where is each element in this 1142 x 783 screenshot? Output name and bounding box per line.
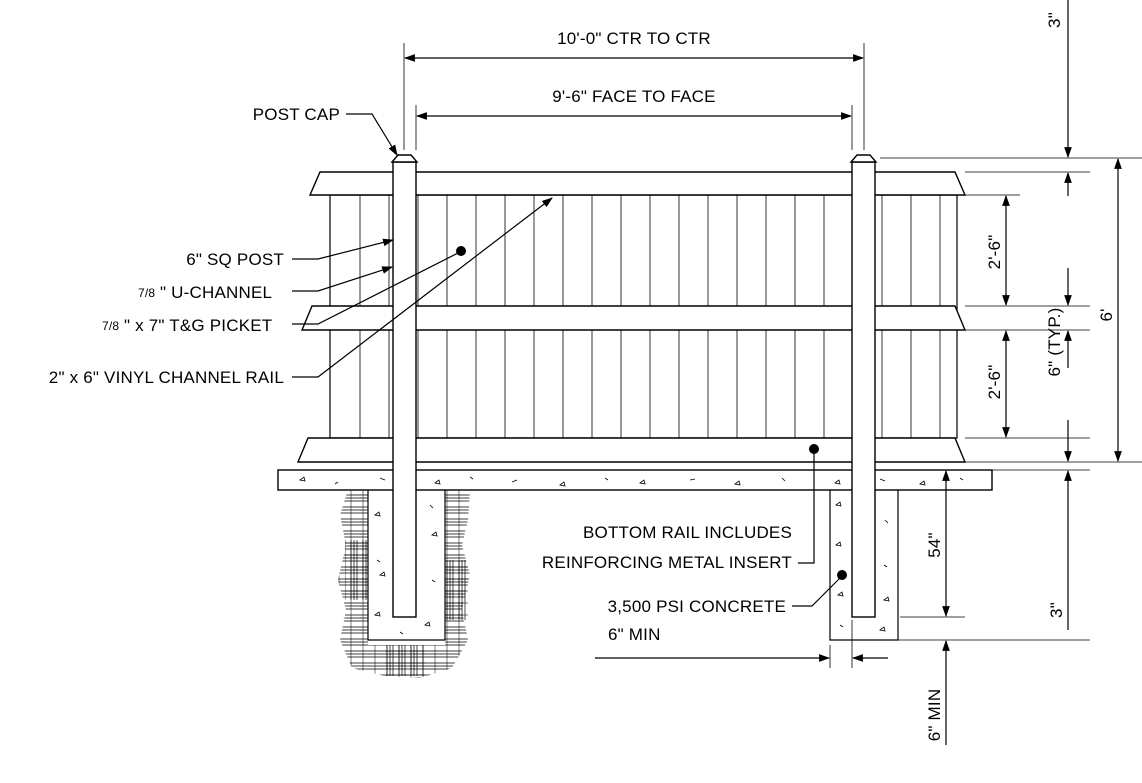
label-dim-6-typ: 6" (TYP.) xyxy=(1045,308,1064,377)
top-rail xyxy=(308,171,967,196)
label-dim-54: 54" xyxy=(925,532,944,558)
label-concrete: 3,500 PSI CONCRETE xyxy=(608,597,786,616)
label-picket-frac: 7/8 xyxy=(102,319,119,333)
dim-six-min-vertical: 6" MIN xyxy=(925,600,950,745)
right-footing xyxy=(829,490,899,641)
callout-bottom-rail: BOTTOM RAIL INCLUDES REINFORCING METAL I… xyxy=(542,444,819,572)
label-six-min-v: 6" MIN xyxy=(925,689,944,742)
label-picket: " x 7" T&G PICKET xyxy=(124,316,272,335)
label-ctr-to-ctr: 10'-0" CTR TO CTR xyxy=(557,29,711,48)
label-bottom-rail-2: REINFORCING METAL INSERT xyxy=(542,553,792,572)
dim-2-6-upper: 2'-6" xyxy=(985,194,1010,307)
dim-face-to-face: 9'-6" FACE TO FACE xyxy=(415,87,853,150)
dim-ctr-to-ctr: 10'-0" CTR TO CTR xyxy=(403,29,865,150)
callout-sq-post: 6" SQ POST xyxy=(186,238,395,269)
right-post xyxy=(849,154,878,618)
left-footing xyxy=(367,490,446,641)
callout-picket: 7/8 " x 7" T&G PICKET xyxy=(102,246,466,335)
label-u-channel: " U-CHANNEL xyxy=(160,283,272,302)
label-channel-rail: 2" x 6" VINYL CHANNEL RAIL xyxy=(49,368,284,387)
dim-2-6-lower: 2'-6" xyxy=(985,329,1010,439)
left-post xyxy=(390,154,419,618)
label-dim-3-top: 3" xyxy=(1045,12,1064,28)
label-dim-2-6-upper: 2'-6" xyxy=(985,235,1004,270)
callout-channel-rail: 2" x 6" VINYL CHANNEL RAIL xyxy=(49,197,553,387)
label-sq-post: 6" SQ POST xyxy=(186,250,284,269)
soil-hatch xyxy=(338,490,470,678)
callout-u-channel: 7/8 " U-CHANNEL xyxy=(138,266,394,302)
post-cap-right xyxy=(849,154,878,163)
label-face-to-face: 9'-6" FACE TO FACE xyxy=(552,87,715,106)
callout-concrete: 3,500 PSI CONCRETE xyxy=(608,570,847,616)
dim-6ft: 6' xyxy=(1097,157,1122,463)
mid-rail xyxy=(300,305,967,331)
dim-3-slab: 3" xyxy=(1047,420,1072,630)
dim-6-typ: 6" (TYP.) xyxy=(1045,268,1072,377)
callout-post-cap: POST CAP xyxy=(253,105,398,156)
label-post-cap: POST CAP xyxy=(253,105,340,124)
dim-3-top: 3" xyxy=(1045,0,1072,196)
label-six-min-h: 6" MIN xyxy=(608,625,661,644)
dim-54: 54" xyxy=(925,469,950,618)
bottom-rail xyxy=(296,437,967,463)
label-dim-2-6-lower: 2'-6" xyxy=(985,365,1004,400)
label-dim-3-bottom: 3" xyxy=(1047,602,1066,618)
label-dim-6ft: 6' xyxy=(1097,308,1116,321)
label-u-channel-frac: 7/8 xyxy=(138,286,155,300)
dim-six-min-horizontal: 6" MIN xyxy=(595,620,888,668)
label-bottom-rail-1: BOTTOM RAIL INCLUDES xyxy=(583,523,792,542)
post-cap-left xyxy=(390,154,419,163)
concrete-slab xyxy=(277,469,993,491)
